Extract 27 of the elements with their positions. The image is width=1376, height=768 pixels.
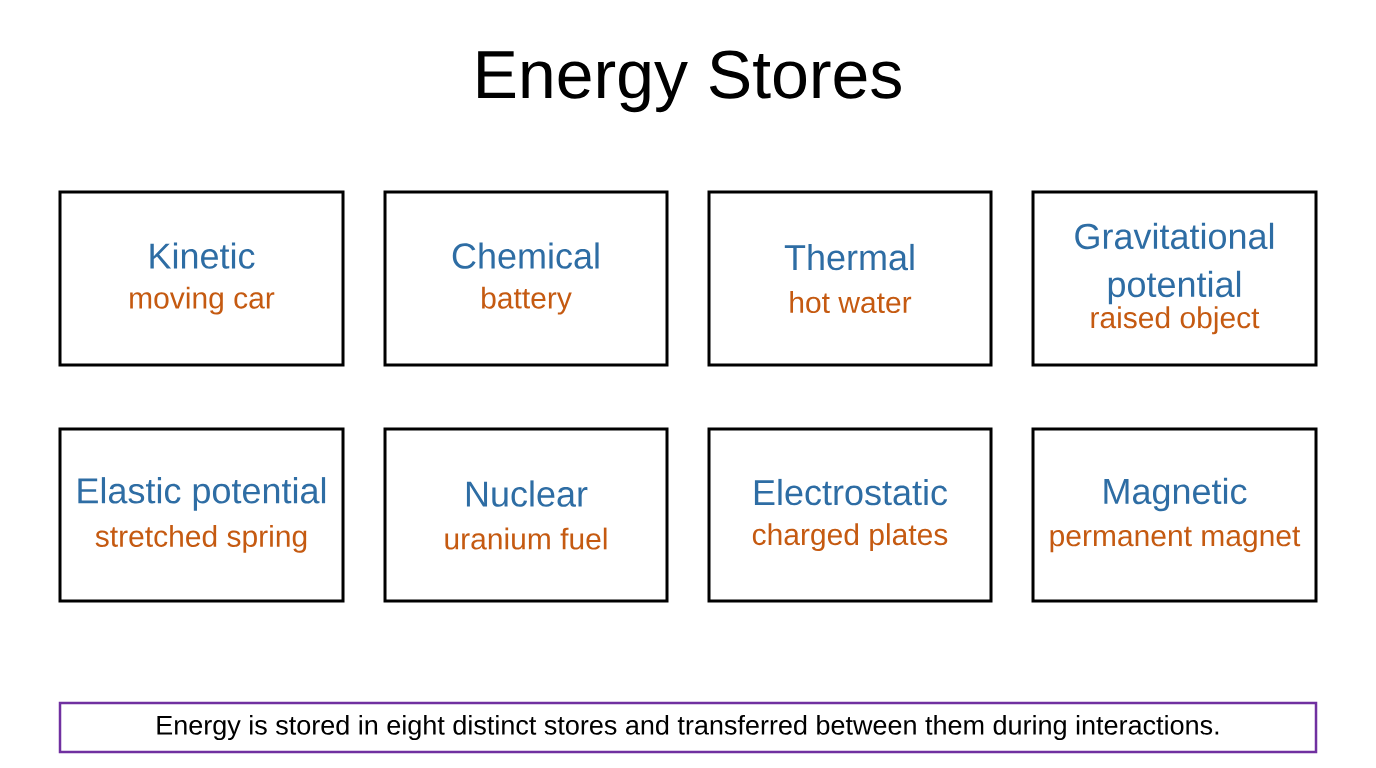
summary-text: Energy is stored in eight distinct stores and transferred between them during interactions. (157, 714, 1219, 741)
store-box (383, 190, 669, 367)
store-box (58, 190, 345, 367)
store-name: Gravitational potential (1075, 222, 1274, 305)
store-name: Magnetic (1104, 477, 1247, 512)
store-name: Thermal (784, 243, 914, 271)
example-text: battery (482, 286, 572, 315)
store-box (707, 190, 993, 367)
store-box (383, 427, 669, 603)
store-box (58, 427, 345, 603)
store-box (1031, 190, 1318, 367)
store-name: Chemical (452, 242, 599, 269)
example-text: uranium fuel (445, 527, 607, 550)
example-text: moving car (130, 286, 275, 315)
summary-box (58, 701, 1318, 754)
store-box (707, 427, 993, 603)
store-name: Nuclear (466, 480, 588, 507)
example-text: raised object (1091, 306, 1260, 335)
example-text: permanent magnet (1050, 526, 1301, 553)
store-name: Electrostatic (754, 478, 948, 506)
example-text: stretched spring (95, 524, 307, 553)
store-box (1031, 427, 1318, 603)
example-text: hot water (790, 291, 912, 314)
store-name: Elastic potential (78, 477, 326, 511)
store-name: Kinetic (150, 242, 255, 269)
example-text: charged plates (752, 523, 948, 552)
title: Energy Stores (478, 50, 901, 113)
